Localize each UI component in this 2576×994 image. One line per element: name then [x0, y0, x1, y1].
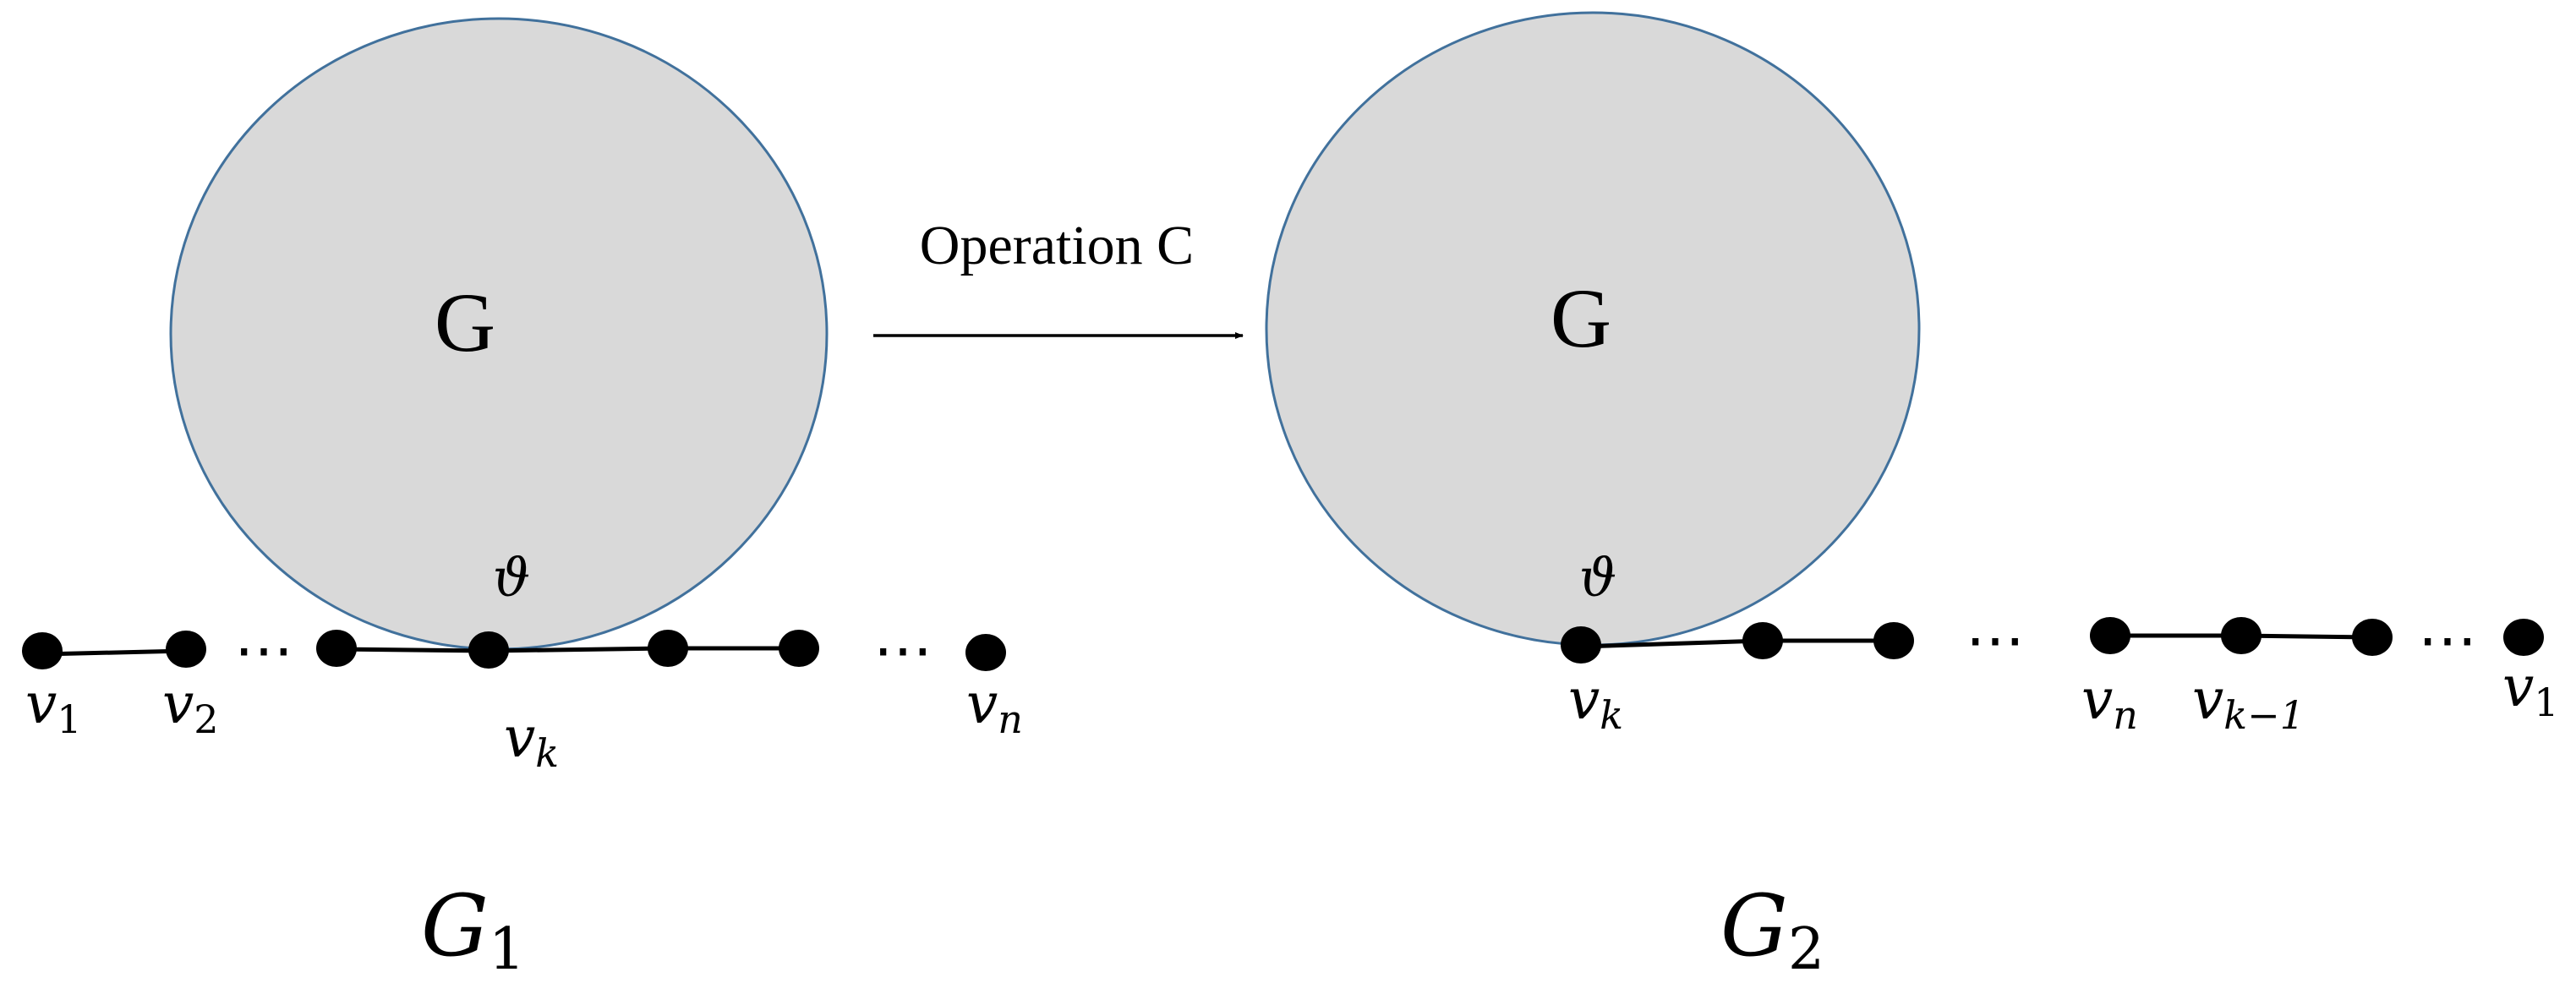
- left-edge-v1-v2: [41, 648, 187, 657]
- left-vertex-before-vk: [316, 630, 357, 667]
- left-graph-caption: G1: [421, 877, 525, 983]
- left-vertex-v2: [166, 631, 206, 668]
- right-ellipsis-2: ⋯: [2418, 609, 2477, 674]
- left-vertex-vk: [468, 631, 509, 669]
- left-label-v1: v1: [25, 671, 82, 742]
- right-vertex-after-vk-1: [2352, 619, 2393, 656]
- left-edge-vk-left: [336, 647, 489, 653]
- left-vertex-vn: [965, 634, 1006, 671]
- left-label-vk: vk: [504, 705, 559, 776]
- left-label-v2: v2: [162, 671, 219, 742]
- right-label-vk-1: vk−1: [2192, 667, 2305, 738]
- left-vertex-symbol: ϑ: [493, 547, 530, 609]
- right-graph-circle-label: G: [1551, 271, 1611, 365]
- right-vertex-after-vk-2: [1873, 622, 1914, 659]
- right-label-vk: vk: [1568, 667, 1623, 738]
- right-edge-vk-next: [1580, 638, 1764, 649]
- left-vertex-after-vk: [648, 630, 688, 667]
- left-ellipsis-1: ⋯: [234, 619, 293, 684]
- right-vertex-symbol: ϑ: [1579, 547, 1616, 609]
- left-vertex-after-vk-2: [779, 630, 819, 667]
- right-graph-caption: G2: [1720, 877, 1824, 983]
- right-label-v1: v1: [2502, 654, 2559, 725]
- right-graph: G ⋯ ⋯ ϑ vk vn vk−1 v1 G2: [1265, 11, 2559, 983]
- right-vertex-vk: [1561, 626, 1601, 664]
- right-vertex-vn: [2090, 617, 2130, 654]
- right-edge-vk1-next: [2240, 633, 2373, 640]
- right-vertex-v1: [2503, 619, 2544, 656]
- right-label-vn: vn: [2081, 667, 2138, 738]
- transition: Operation C: [873, 215, 1244, 339]
- left-label-vn: vn: [966, 671, 1023, 742]
- right-vertex-vk-1: [2221, 617, 2262, 654]
- left-ellipsis-2: ⋯: [873, 619, 933, 684]
- left-edge-vk-right: [488, 646, 669, 653]
- operation-label: Operation C: [920, 215, 1194, 276]
- left-graph-circle-label: G: [435, 276, 495, 369]
- right-ellipsis-1: ⋯: [1966, 609, 2025, 674]
- right-vertex-after-vk: [1742, 622, 1783, 659]
- left-graph: G ⋯ ⋯ ϑ v1 v2 vk vn G1: [22, 17, 1023, 983]
- left-vertex-v1: [22, 632, 63, 669]
